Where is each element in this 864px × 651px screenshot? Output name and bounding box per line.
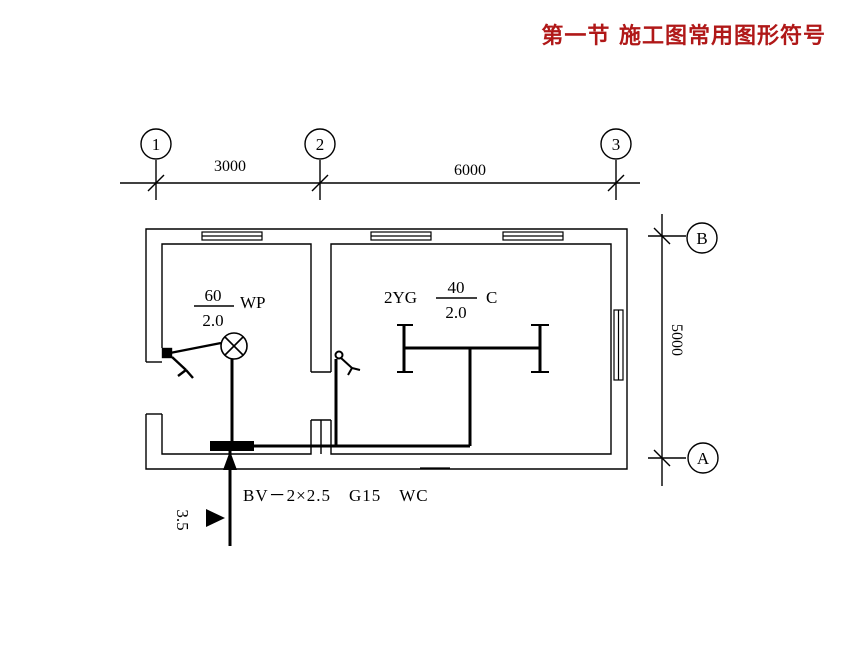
svg-text:WP: WP: [240, 293, 266, 312]
switch-right-icon: [334, 350, 361, 376]
svg-text:40: 40: [448, 278, 465, 297]
feeder-entrance: [206, 451, 237, 546]
svg-text:60: 60: [205, 286, 222, 305]
right-dimension-line: [648, 214, 686, 486]
axis-bubble-b: B: [686, 222, 718, 254]
svg-text:2YG: 2YG: [384, 288, 417, 307]
page-title: 第一节 施工图常用图形符号: [541, 23, 826, 49]
svg-text:2.0: 2.0: [202, 311, 223, 330]
ceiling-lamp-icon: [220, 332, 248, 360]
svg-text:3: 3: [612, 135, 621, 154]
windows: [201, 231, 624, 469]
elevation-label: 3.5: [173, 509, 192, 530]
fluorescent-lamp-icon: [397, 324, 549, 373]
top-dimension-line: [120, 160, 640, 200]
axis-bubble-a: A: [687, 442, 719, 474]
axis-bubble-2: 2: [304, 128, 336, 160]
svg-text:1: 1: [152, 135, 161, 154]
axis-bubble-1: 1: [140, 128, 172, 160]
svg-text:B: B: [696, 229, 707, 248]
svg-text:2.0: 2.0: [445, 303, 466, 322]
svg-text:C: C: [486, 288, 497, 307]
feeder-spec-label: BV－2×2.5 G15 WC: [243, 486, 429, 505]
switch-left-icon: [161, 341, 222, 379]
svg-text:2: 2: [316, 135, 325, 154]
wiring-lines: [230, 348, 472, 448]
lamp-label-left: 60 2.0 WP: [194, 286, 266, 330]
lamp-label-right: 2YG 40 2.0 C: [384, 278, 497, 322]
building-walls: [145, 228, 628, 470]
svg-text:A: A: [697, 449, 710, 468]
axis-bubble-3: 3: [600, 128, 632, 160]
distribution-box-icon: [210, 441, 254, 451]
dimension-5000: 5000: [668, 324, 685, 356]
dimension-6000: 6000: [454, 162, 486, 179]
dimension-3000: 3000: [214, 158, 246, 175]
